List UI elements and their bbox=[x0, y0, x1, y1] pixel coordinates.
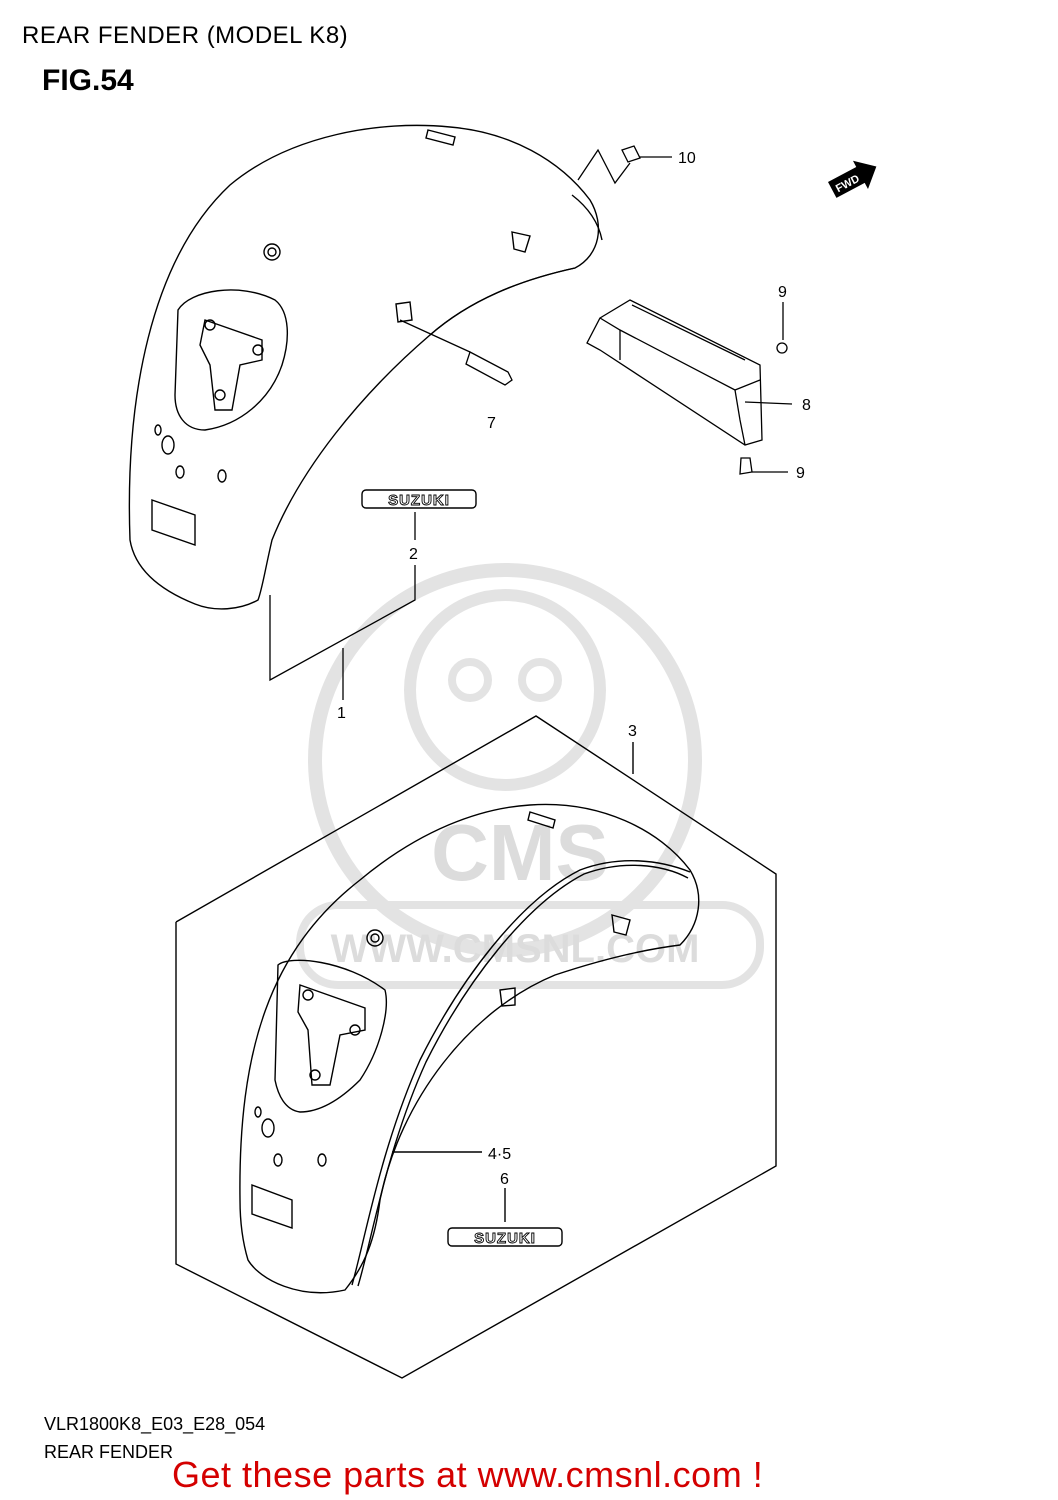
part-callouts: 10 9 8 9 7 2 1 3 4·5 6 bbox=[337, 150, 811, 1188]
watermark-url: WWW.CMSNL.COM bbox=[331, 927, 700, 971]
bracket-8 bbox=[586, 299, 793, 475]
rear-fender-lower-assembly bbox=[175, 715, 777, 1379]
callout-2: 2 bbox=[409, 546, 418, 563]
svg-text:SUZUKI: SUZUKI bbox=[474, 1230, 536, 1247]
callout-7: 7 bbox=[487, 415, 496, 432]
bolt-7 bbox=[399, 319, 513, 386]
suzuki-emblem-lower: SUZUKI bbox=[447, 1227, 563, 1247]
watermark-logo: CMS bbox=[431, 808, 609, 897]
callout-9-bottom: 9 bbox=[796, 465, 805, 482]
leader-lines-upper bbox=[269, 512, 416, 700]
parts-cta-link[interactable]: Get these parts at www.cmsnl.com ! bbox=[172, 1454, 764, 1495]
svg-text:SUZUKI: SUZUKI bbox=[388, 492, 450, 509]
watermark: CMS WWW.CMSNL.COM bbox=[296, 563, 764, 989]
callout-3: 3 bbox=[628, 723, 637, 740]
figure-number: FIG.54 bbox=[42, 64, 134, 97]
diagram-name: REAR FENDER bbox=[44, 1442, 174, 1462]
callout-9-top: 9 bbox=[778, 284, 787, 301]
callout-4-5: 4·5 bbox=[488, 1146, 511, 1163]
screw-10 bbox=[577, 145, 672, 185]
page-title: REAR FENDER (MODEL K8) bbox=[22, 22, 349, 49]
callout-6: 6 bbox=[500, 1171, 509, 1188]
suzuki-emblem-upper: SUZUKI bbox=[361, 489, 477, 509]
callout-10: 10 bbox=[678, 150, 696, 167]
callout-8: 8 bbox=[802, 397, 811, 414]
callout-1: 1 bbox=[337, 705, 346, 722]
forward-arrow-icon: FWD bbox=[828, 160, 877, 198]
rear-fender-upper bbox=[128, 124, 603, 610]
diagram-code: VLR1800K8_E03_E28_054 bbox=[44, 1414, 266, 1434]
